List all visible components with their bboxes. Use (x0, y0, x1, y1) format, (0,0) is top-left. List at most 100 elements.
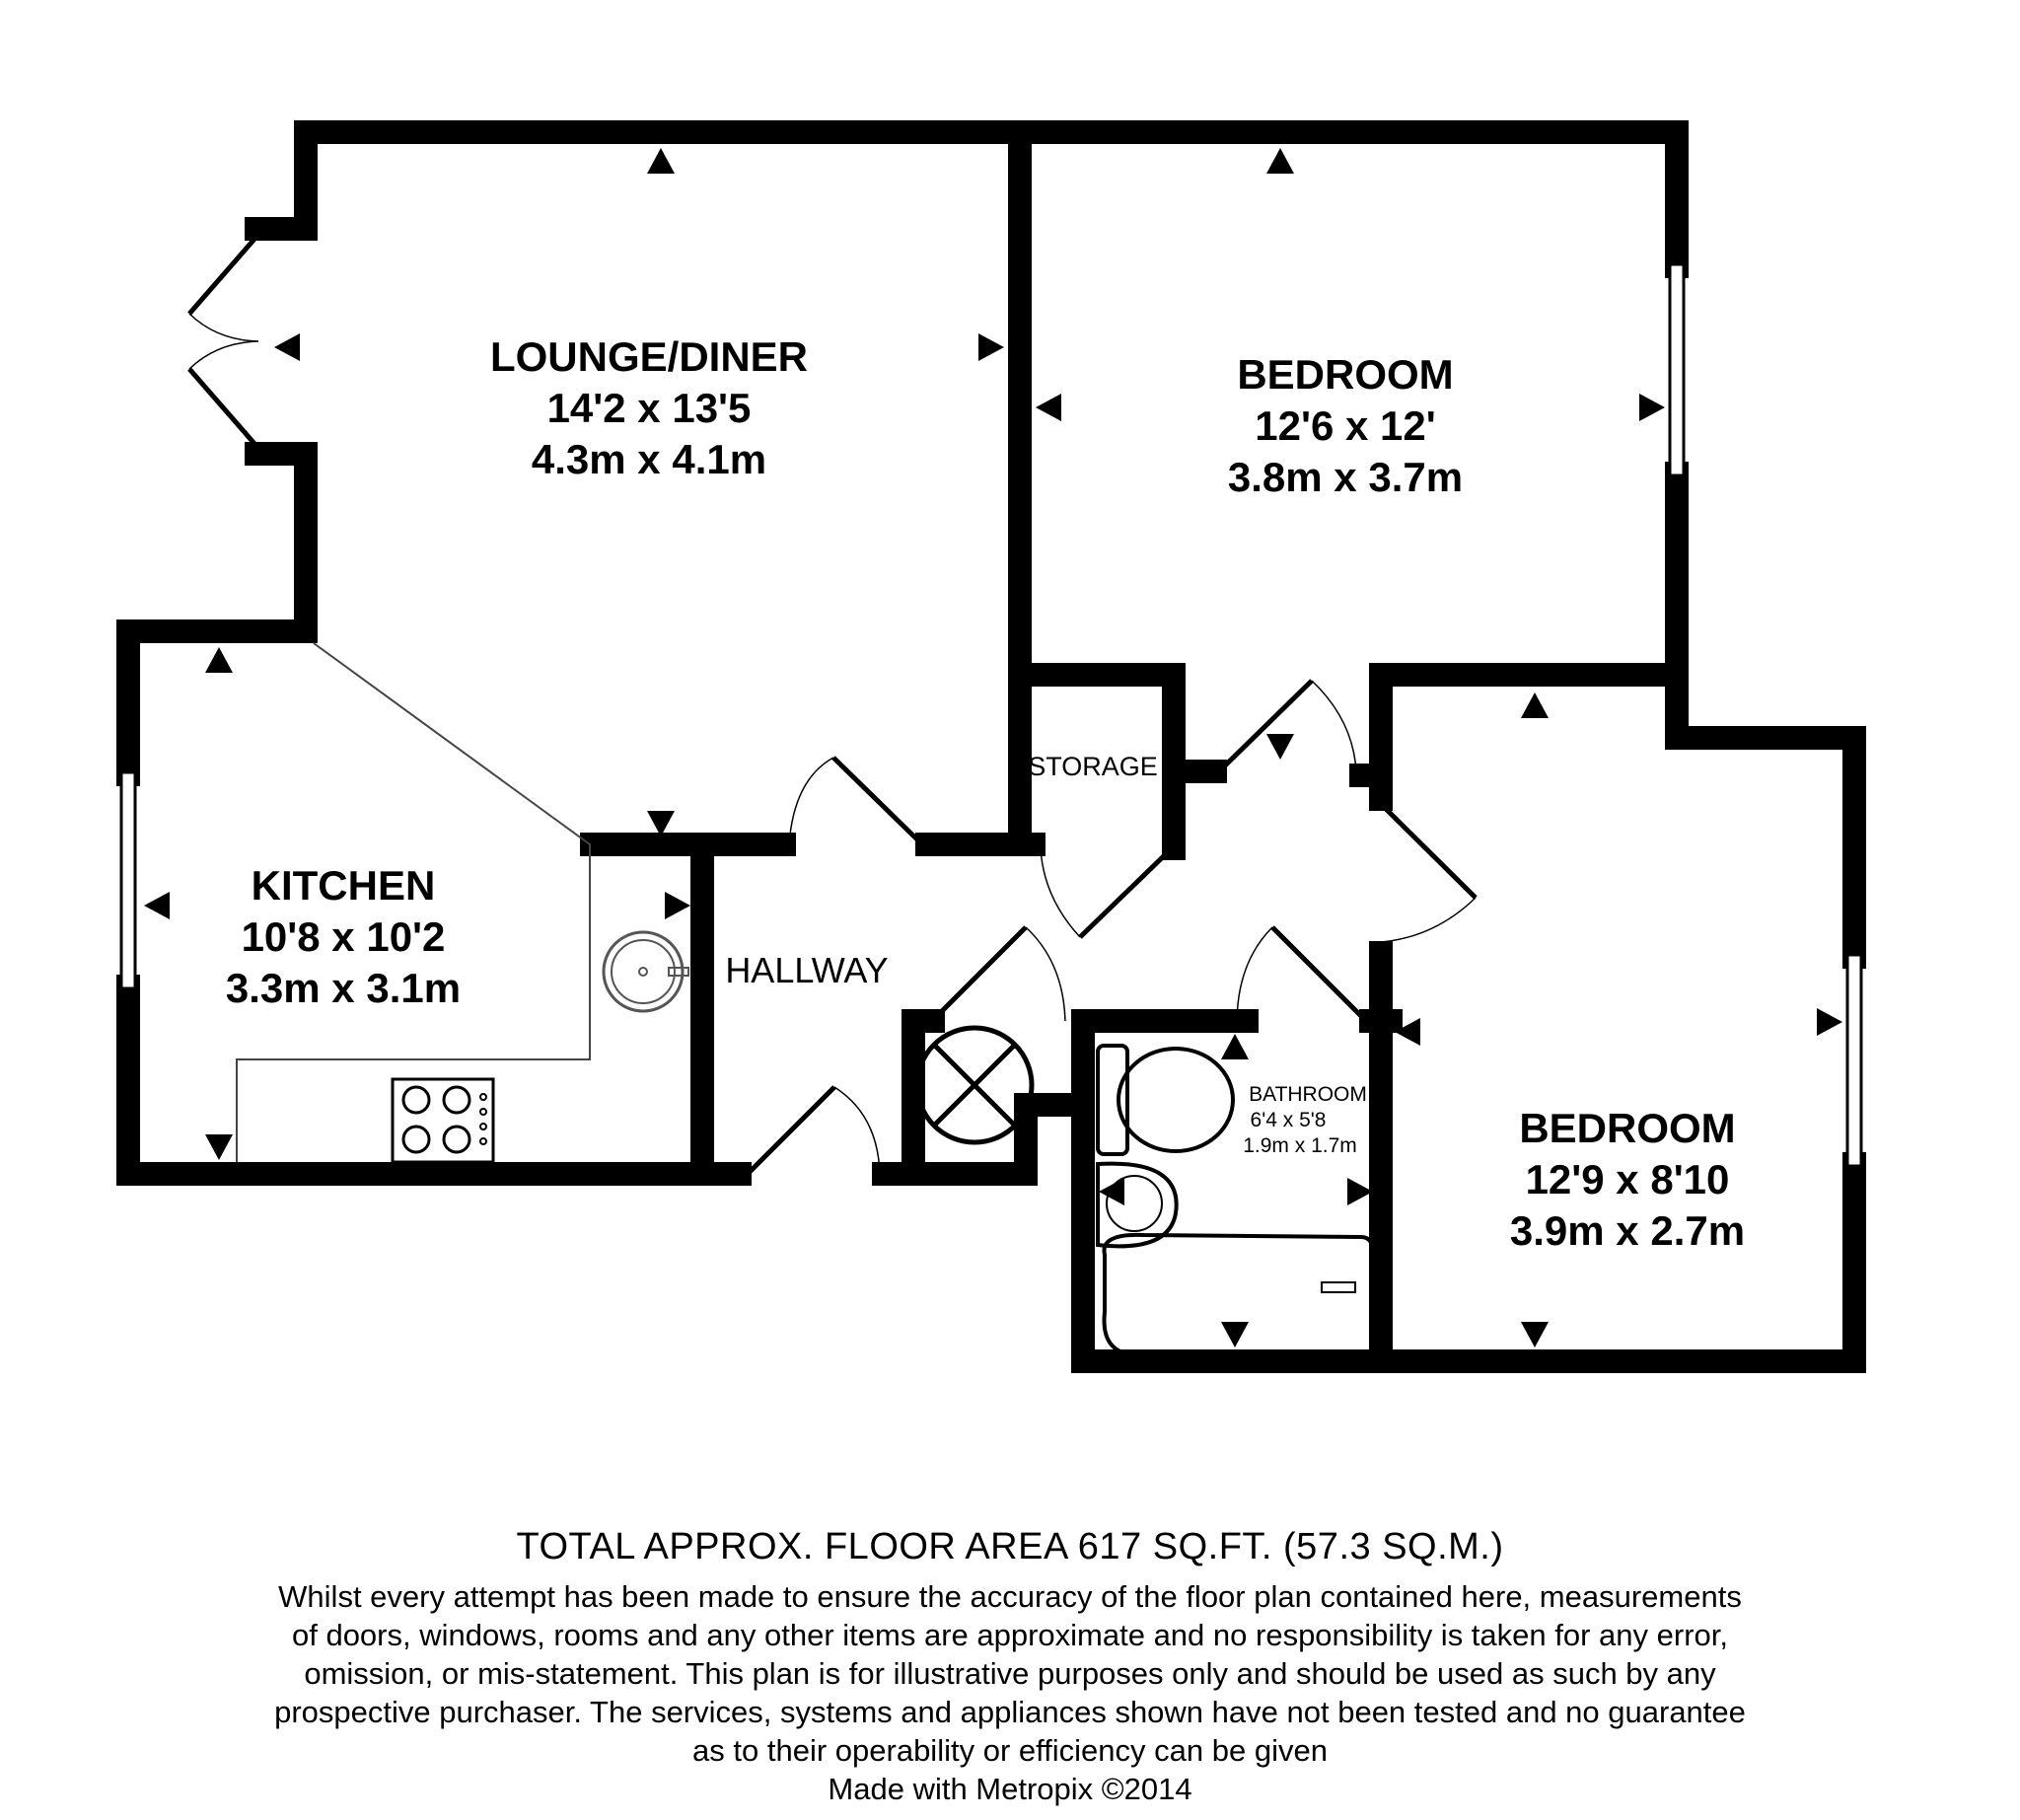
arrow-left-icon (1099, 1178, 1124, 1205)
floor-plan: LOUNGE/DINER 14'2 x 13'5 4.3m x 4.1m BED… (116, 120, 1866, 1373)
door-leaf (831, 756, 924, 846)
room-storage-label: STORAGE (1028, 752, 1158, 781)
door-leaf (746, 1085, 836, 1176)
room-size-metric: 3.9m x 2.7m (1510, 1207, 1745, 1254)
arrow-left-icon (274, 333, 300, 361)
room-size-metric: 3.8m x 3.7m (1228, 454, 1463, 500)
door-swing (833, 1086, 881, 1175)
credit-line: Made with Metropix ©2014 (828, 1772, 1192, 1806)
door-leaf (1379, 802, 1478, 900)
window (1845, 953, 1863, 1168)
room-size-metric: 1.9m x 1.7m (1243, 1134, 1357, 1157)
disclaimer-line: Whilst every attempt has been made to en… (278, 1579, 1742, 1614)
door-leaf (1217, 679, 1314, 773)
door-leaf (1270, 925, 1368, 1023)
hot-water-cylinder-icon (914, 1025, 1035, 1145)
arrow-right-icon (1817, 1008, 1842, 1036)
arrow-right-icon (665, 892, 690, 919)
hob-burner (401, 1125, 431, 1154)
hob-knob (479, 1093, 487, 1101)
door-swing (1311, 680, 1357, 772)
room-hallway-label: HALLWAY (725, 950, 888, 990)
room-name: LOUNGE/DINER (490, 333, 808, 380)
arrow-down-icon (1221, 1322, 1249, 1347)
room-size-imperial: 6'4 x 5'8 (1251, 1109, 1327, 1131)
arrow-right-icon (1347, 1178, 1373, 1205)
room-bedroom1-label: BEDROOM 12'6 x 12' 3.8m x 3.7m (1228, 351, 1463, 500)
windows (119, 262, 1863, 1168)
sink-bowl (611, 939, 676, 1004)
room-name: STORAGE (1028, 752, 1158, 781)
arrow-right-icon (978, 333, 1004, 361)
window (1668, 262, 1686, 477)
basin-bowl (1106, 1175, 1163, 1232)
room-name: BATHROOM (1249, 1083, 1367, 1106)
sink-icon (602, 930, 685, 1013)
worktop-outline (236, 642, 591, 1162)
plan-footer: TOTAL APPROX. FLOOR AREA 617 SQ.FT. (57.… (0, 1524, 2020, 1808)
door-leaf (187, 367, 258, 448)
hob-burner (401, 1085, 431, 1115)
hob-burner (442, 1085, 471, 1115)
arrow-down-icon (647, 811, 675, 837)
door-swing (1380, 897, 1477, 943)
hob-icon (391, 1077, 495, 1164)
walls (116, 120, 1866, 1373)
cylinder-cross (932, 1043, 1017, 1128)
room-size-imperial: 12'9 x 8'10 (1526, 1156, 1730, 1202)
bath-tap (1321, 1281, 1356, 1293)
arrow-up-icon (1221, 1034, 1249, 1059)
cylinder-circle (914, 1025, 1035, 1145)
hob-burner (442, 1125, 471, 1154)
door-swing (788, 757, 834, 845)
room-kitchen-label: KITCHEN 10'8 x 10'2 3.3m x 3.1m (226, 862, 461, 1011)
door-leaf (187, 235, 258, 316)
kitchen-fixtures (236, 642, 689, 1164)
room-name: HALLWAY (725, 950, 888, 990)
room-size-imperial: 10'8 x 10'2 (242, 913, 446, 960)
room-name: BEDROOM (1237, 351, 1453, 398)
hob-knob (479, 1108, 487, 1116)
room-size-imperial: 14'2 x 13'5 (547, 385, 752, 431)
arrow-left-icon (1036, 394, 1061, 421)
door-leaf (1078, 846, 1174, 939)
disclaimer-line: omission, or mis-statement. This plan is… (304, 1656, 1716, 1691)
arrow-up-icon (1266, 148, 1294, 174)
room-size-imperial: 12'6 x 12' (1255, 402, 1435, 449)
basin-icon (1096, 1161, 1179, 1249)
arrow-up-icon (647, 148, 675, 174)
arrow-left-icon (1395, 1018, 1420, 1046)
room-lounge-label: LOUNGE/DINER 14'2 x 13'5 4.3m x 4.1m (490, 333, 808, 482)
arrow-down-icon (1521, 1322, 1549, 1347)
room-size-metric: 3.3m x 3.1m (226, 965, 461, 1011)
hob-knob (479, 1123, 487, 1130)
door-swing (1040, 847, 1081, 938)
bath-icon (1102, 1232, 1375, 1358)
disclaimer-line: of doors, windows, rooms and any other i… (291, 1618, 1728, 1652)
measurement-markers (144, 148, 1842, 1347)
arrow-right-icon (1639, 394, 1665, 421)
window (119, 770, 137, 990)
hob-knob (479, 1137, 487, 1145)
door-swing (1025, 926, 1066, 1022)
bathroom-fixtures (1096, 1044, 1375, 1358)
total-floor-area: TOTAL APPROX. FLOOR AREA 617 SQ.FT. (57.… (516, 1526, 1504, 1567)
sink-drain (638, 967, 648, 977)
toilet-icon (1117, 1047, 1235, 1153)
room-bedroom2-label: BEDROOM 12'9 x 8'10 3.9m x 2.7m (1510, 1105, 1745, 1254)
toilet-cistern (1096, 1044, 1129, 1156)
arrow-left-icon (144, 892, 170, 919)
room-size-metric: 4.3m x 4.1m (532, 436, 766, 482)
doors (187, 235, 1478, 1176)
room-name: KITCHEN (252, 862, 436, 909)
room-name: BEDROOM (1519, 1105, 1735, 1151)
disclaimer-line: prospective purchaser. The services, sys… (274, 1695, 1746, 1729)
disclaimer-line: as to their operability or efficiency ca… (692, 1733, 1328, 1768)
arrow-up-icon (1521, 692, 1549, 718)
door-swing (1236, 926, 1273, 1022)
door-swing (188, 313, 259, 370)
arrow-down-icon (205, 1134, 233, 1160)
arrow-up-icon (205, 647, 233, 673)
door-leaf (935, 925, 1028, 1018)
sink-tap (668, 967, 689, 977)
